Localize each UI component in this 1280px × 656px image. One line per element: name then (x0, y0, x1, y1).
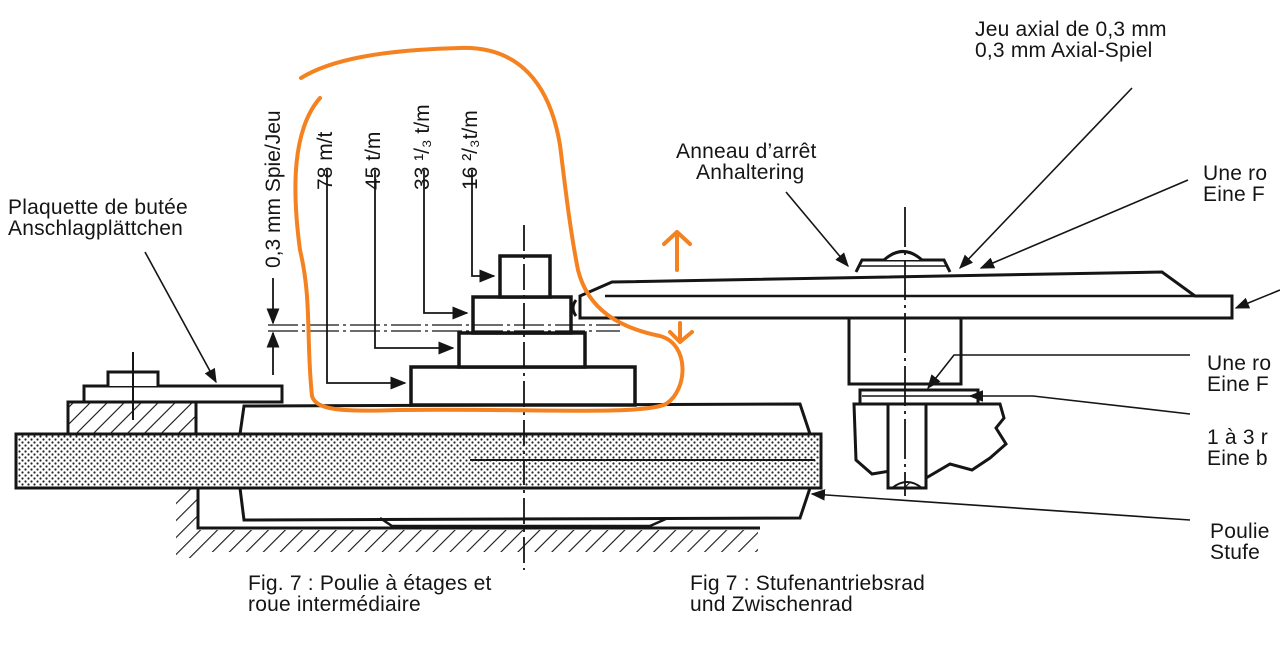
label-stop-ring: Anneau d’arrêt Anhaltering (676, 140, 817, 184)
label-gap-range: 1 à 3 r Eine b (1207, 426, 1268, 470)
label-washer-top: Une ro Eine F (1203, 162, 1268, 206)
step-pulley (409, 225, 637, 570)
speed-leaders (326, 170, 496, 390)
orange-annotation (293, 45, 694, 413)
arrow-down-icon (668, 321, 694, 344)
callout-leaders (144, 87, 1280, 521)
speed-label-33: 33 ¹/₃ t/m (411, 104, 434, 190)
intermediate-wheel (14, 402, 823, 528)
clearance-dimension (266, 278, 620, 375)
speed-label-16: 16 ²/₃t/m (459, 110, 482, 190)
arrow-up-icon (662, 230, 692, 272)
idler-arm (571, 207, 1234, 496)
label-washer-mid: Une ro Eine F (1207, 352, 1272, 396)
label-step-pulley: Poulie Stufe (1210, 520, 1270, 564)
caption-french: Fig. 7 : Poulie à étages et roue intermé… (248, 572, 492, 616)
speed-label-45: 45 t/m (362, 131, 385, 190)
caption-german: Fig 7 : Stufenantriebsrad und Zwischenra… (690, 572, 925, 616)
label-stop-plate: Plaquette de butée Anschlagplättchen (8, 196, 188, 240)
label-clearance: 0,3 mm Spie/Jeu (262, 110, 285, 268)
label-axial-play: Jeu axial de 0,3 mm 0,3 mm Axial-Spiel (975, 18, 1167, 62)
stop-plate-assembly (66, 352, 284, 436)
speed-label-78: 78 m/t (314, 131, 337, 190)
